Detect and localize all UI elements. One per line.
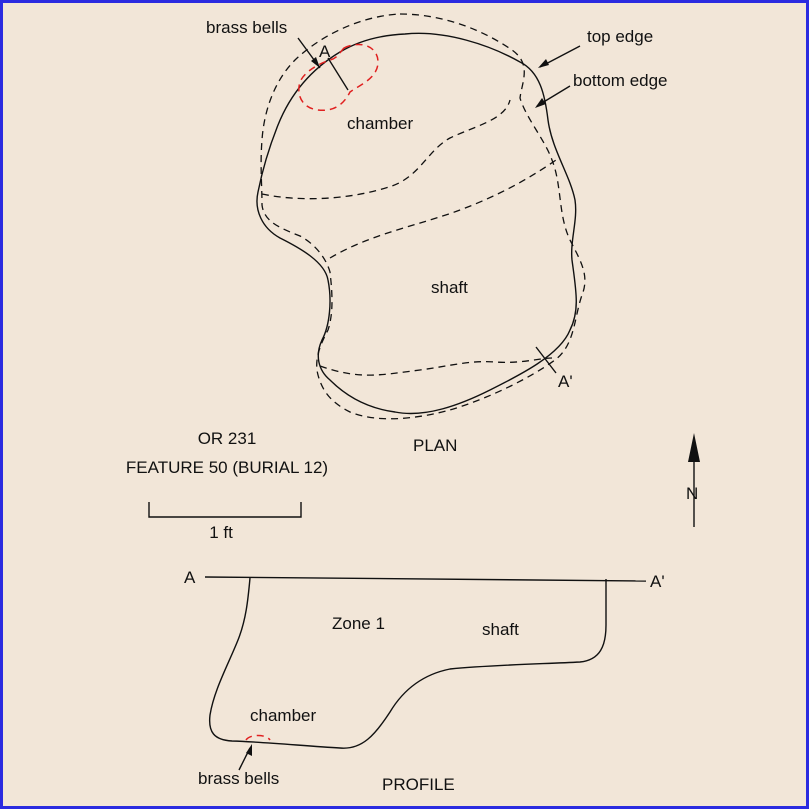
scale-label: 1 ft (209, 523, 233, 542)
section-a-prime-label-plan: A' (558, 372, 573, 391)
section-a-prime-label-profile: A' (650, 572, 665, 591)
chamber-lower-boundary (261, 99, 511, 200)
plan-title: PLAN (413, 436, 457, 455)
profile-title: PROFILE (382, 775, 455, 794)
scale-bar (148, 502, 302, 518)
feature-title: FEATURE 50 (BURIAL 12) (126, 458, 328, 477)
shaft-upper-boundary (329, 159, 557, 259)
top-edge-label: top edge (587, 27, 653, 46)
shaft-lower-boundary (319, 357, 553, 376)
north-arrow-head (688, 433, 700, 462)
chamber-label-profile: chamber (250, 706, 316, 725)
section-a-marker-plan (327, 57, 349, 91)
top-edge-leader-arrowhead (538, 59, 549, 68)
plan-bottom-edge-outline (260, 13, 586, 420)
profile-section-line (204, 576, 647, 582)
plan-view: brass bells A chamber top edge bottom ed… (206, 13, 668, 455)
section-a-prime-marker-plan (535, 346, 557, 374)
feature-drawing: brass bells A chamber top edge bottom ed… (126, 13, 700, 794)
shaft-label-profile: shaft (482, 620, 519, 639)
brass-bells-label-plan: brass bells (206, 18, 287, 37)
brass-bells-profile-leader-arrowhead (246, 744, 252, 756)
chamber-label-plan: chamber (347, 114, 413, 133)
brass-bells-profile-outline (245, 734, 271, 741)
site-number: OR 231 (198, 429, 257, 448)
north-arrow: N (686, 433, 700, 527)
profile-view: A A' Zone 1 shaft chamber brass bells PR… (184, 568, 665, 794)
brass-bells-label-profile: brass bells (198, 769, 279, 788)
brass-bells-leader-arrowhead (311, 57, 320, 68)
section-a-label-plan: A (319, 42, 331, 61)
zone-label: Zone 1 (332, 614, 385, 633)
title-block: OR 231 FEATURE 50 (BURIAL 12) 1 ft (126, 429, 328, 542)
section-a-label-profile: A (184, 568, 196, 587)
brass-bells-plan-outline (298, 43, 379, 112)
plan-top-edge-outline (256, 32, 577, 415)
north-label: N (686, 484, 698, 503)
profile-feature-outline (208, 577, 607, 749)
shaft-label-plan: shaft (431, 278, 468, 297)
bottom-edge-label: bottom edge (573, 71, 668, 90)
bottom-edge-leader-arrowhead (535, 98, 546, 108)
